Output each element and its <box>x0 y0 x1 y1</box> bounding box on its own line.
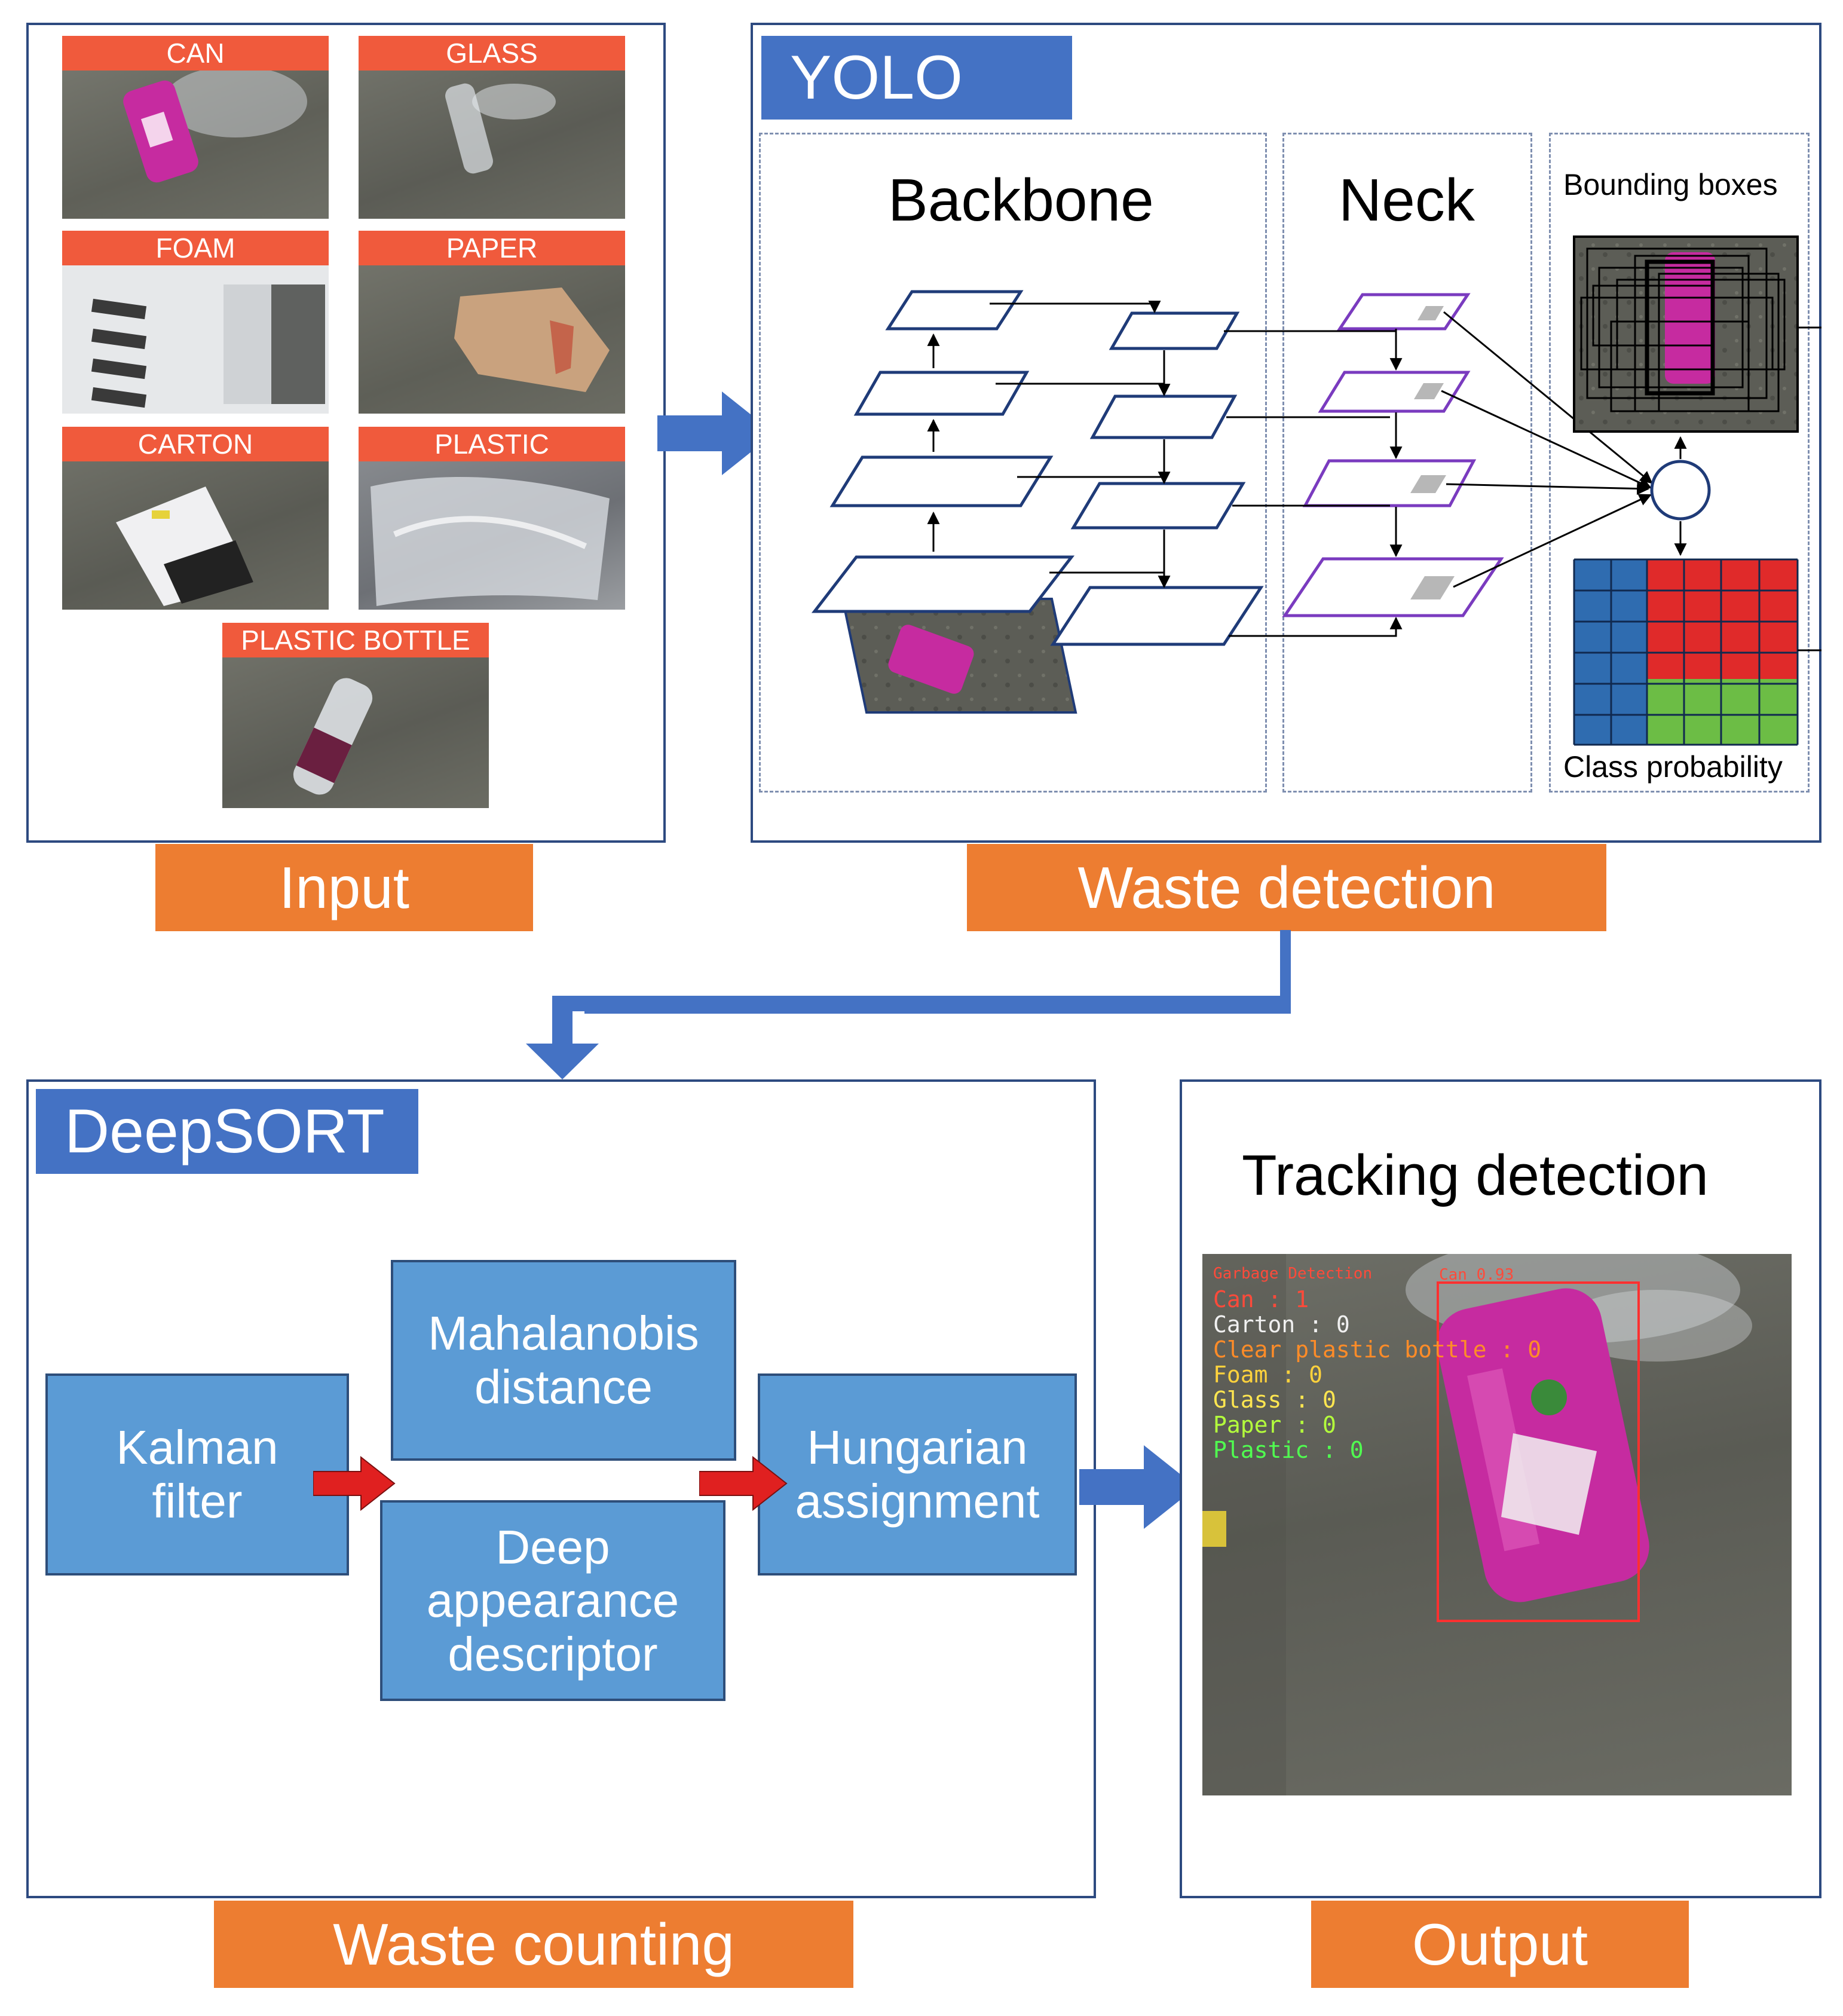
thumb-label-can: CAN <box>62 36 329 71</box>
hud-count-line: Carton : 0 <box>1213 1311 1350 1338</box>
arrow-counting-to-output <box>1079 1445 1196 1529</box>
backbone-layer <box>1050 586 1264 646</box>
thumb-foam: FOAM <box>62 231 329 414</box>
red-arrow-hungarian <box>699 1455 788 1512</box>
hud-count-line: Clear plastic bottle : 0 <box>1213 1336 1542 1363</box>
red-arrow-kalman <box>313 1455 396 1512</box>
plastic-picture <box>371 477 610 606</box>
backbone-title: Backbone <box>888 167 1154 234</box>
backbone-layer <box>1089 394 1238 439</box>
hud-count-line: Glass : 0 <box>1213 1387 1336 1413</box>
hud-count-line: Plastic : 0 <box>1213 1437 1364 1463</box>
hungarian-assignment-box: Hungarian assignment <box>758 1373 1077 1576</box>
mahalanobis-distance-box: Mahalanobis distance <box>391 1260 736 1461</box>
backbone-layer <box>1109 311 1240 350</box>
yolo-tag: YOLO <box>761 36 1072 120</box>
plastic-bottle-picture <box>293 678 373 795</box>
thumb-label-plastic: PLASTIC <box>359 427 625 461</box>
hud-count-line: Paper : 0 <box>1213 1412 1336 1438</box>
thumb-label-glass: GLASS <box>359 36 625 71</box>
thumb-plastic: PLASTIC <box>359 427 625 610</box>
backbone-layer <box>829 455 1054 507</box>
can-picture <box>123 66 307 183</box>
thumb-can: CAN <box>62 36 329 219</box>
class-probability-title: Class probability <box>1563 750 1783 784</box>
thumb-label-paper: PAPER <box>359 231 625 265</box>
output-label: Output <box>1311 1901 1689 1988</box>
arrow-input-to-detection <box>657 391 774 475</box>
thumb-carton: CARTON <box>62 427 329 610</box>
hud-title: Garbage Detection <box>1213 1265 1373 1283</box>
paper-picture <box>454 287 610 392</box>
backbone-layer <box>885 290 1024 331</box>
thumb-label-plastic-bottle: PLASTIC BOTTLE <box>222 623 489 657</box>
hud-count-line: Can : 1 <box>1213 1286 1309 1313</box>
backbone-layer <box>811 555 1075 613</box>
arrow-detection-to-counting <box>526 930 1291 1079</box>
thumb-plastic-bottle: PLASTIC BOTTLE <box>222 623 489 808</box>
neck-layer <box>1282 557 1504 617</box>
thumb-label-carton: CARTON <box>62 427 329 461</box>
detection-label: Waste detection <box>967 844 1606 931</box>
box-label: Can 0.93 <box>1439 1266 1514 1284</box>
neck-layer <box>1337 293 1471 331</box>
neck-layer <box>1318 371 1471 413</box>
kalman-filter-box: Kalman filter <box>45 1373 349 1576</box>
neck-title: Neck <box>1339 167 1475 234</box>
input-label: Input <box>155 844 533 931</box>
backbone-layer <box>1070 482 1246 530</box>
deep-appearance-descriptor-box: Deep appearance descriptor <box>380 1500 725 1701</box>
hud-count-line: Foam : 0 <box>1213 1362 1323 1388</box>
foam-picture <box>62 265 329 414</box>
carton-picture <box>116 487 253 606</box>
backbone-region <box>759 133 1267 793</box>
thumb-label-foam: FOAM <box>62 231 329 265</box>
thumb-glass: GLASS <box>359 36 625 219</box>
counting-label: Waste counting <box>214 1901 853 1988</box>
glass-picture <box>445 83 556 174</box>
neck-layer <box>1302 459 1477 507</box>
tracking-detection-title: Tracking detection <box>1242 1143 1709 1207</box>
bounding-boxes-title: Bounding boxes <box>1563 168 1778 201</box>
deepsort-tag: DeepSORT <box>36 1089 418 1174</box>
backbone-layer <box>853 371 1030 416</box>
thumb-paper: PAPER <box>359 231 625 414</box>
head-region <box>1549 133 1810 793</box>
yolo-architecture <box>811 235 1821 746</box>
tracking-scene <box>1202 1254 1752 1795</box>
neck-region <box>1282 133 1532 793</box>
